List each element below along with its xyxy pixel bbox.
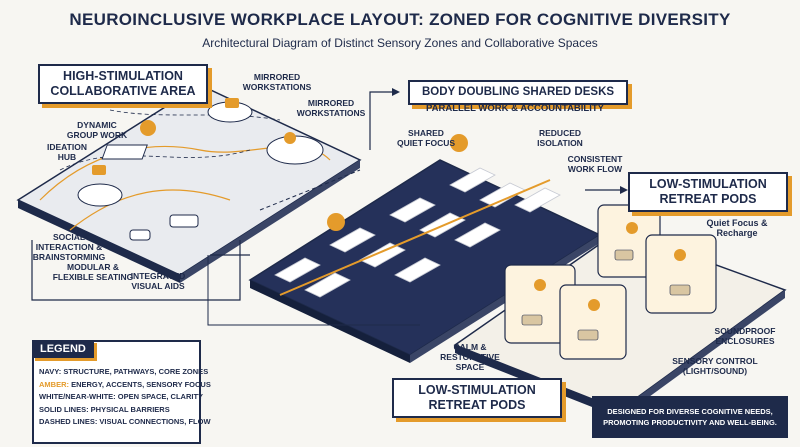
retreat-pods-platform: [453, 204, 787, 418]
label-integrated-visual-aids: INTEGRATED VISUAL AIDS: [130, 271, 186, 291]
label-sensory-control: SENSORY CONTROL (LIGHT/SOUND): [672, 356, 758, 376]
zone-label-low-stimulation-top: LOW-STIMULATION RETREAT PODS: [628, 172, 788, 212]
label-modular-seating: MODULAR & FLEXIBLE SEATING: [52, 262, 134, 282]
label-calm-restorative: CALM & RESTORATIVE SPACE: [440, 342, 500, 372]
high-stimulation-platform: [16, 84, 362, 283]
page-subtitle: Architectural Diagram of Distinct Sensor…: [202, 36, 598, 50]
label-ideation-hub: IDEATION HUB: [47, 142, 87, 162]
label-reduced-isolation: REDUCED ISOLATION: [537, 128, 583, 148]
label-mirrored-workstations-1: MIRRORED WORKSTATIONS: [242, 72, 312, 92]
legend: LEGEND NAVY: STRUCTURE, PATHWAYS, CORE Z…: [32, 340, 211, 444]
label-shared-quiet-focus: SHARED QUIET FOCUS: [396, 128, 456, 148]
legend-rows: NAVY: STRUCTURE, PATHWAYS, CORE ZONES AM…: [39, 366, 211, 429]
legend-row-amber: AMBER: ENERGY, ACCENTS, SENSORY FOCUS: [39, 379, 211, 389]
label-social-interaction: SOCIAL INTERACTION & BRAINSTORMING: [32, 232, 106, 262]
zone-sub-body-doubling: PARALLEL WORK & ACCOUNTABILITY: [425, 103, 605, 114]
zone-label-low-stimulation-bottom: LOW-STIMULATION RETREAT PODS: [392, 378, 562, 418]
legend-row-white: WHITE/NEAR-WHITE: OPEN SPACE, CLARITY: [39, 392, 204, 401]
legend-row-solid: SOLID LINES: PHYSICAL BARRIERS: [39, 404, 170, 414]
footer-text: DESIGNED FOR DIVERSE COGNITIVE NEEDS, PR…: [603, 407, 777, 427]
label-soundproof-enclosures: SOUNDPROOF ENCLOSURES: [714, 326, 776, 346]
label-mirrored-workstations-2: MIRRORED WORKSTATIONS: [296, 98, 366, 118]
footer-note: DESIGNED FOR DIVERSE COGNITIVE NEEDS, PR…: [592, 396, 788, 438]
label-quiet-focus-recharge: Quiet Focus & Recharge: [706, 218, 768, 238]
zone-label-high-stimulation: HIGH-STIMULATION COLLABORATIVE AREA: [38, 64, 208, 104]
label-consistent-work-flow: CONSISTENT WORK FLOW: [567, 154, 623, 174]
legend-row-dashed: DASHED LINES: VISUAL CONNECTIONS, FLOW: [39, 417, 211, 426]
label-dynamic-group-work: DYNAMIC GROUP WORK: [66, 120, 128, 140]
legend-row-navy: NAVY: STRUCTURE, PATHWAYS, CORE ZONES: [39, 367, 209, 376]
zone-label-body-doubling: BODY DOUBLING SHARED DESKS: [408, 80, 628, 105]
legend-heading: LEGEND: [32, 340, 94, 358]
page-title: NEUROINCLUSIVE WORKPLACE LAYOUT: ZONED F…: [69, 10, 731, 29]
